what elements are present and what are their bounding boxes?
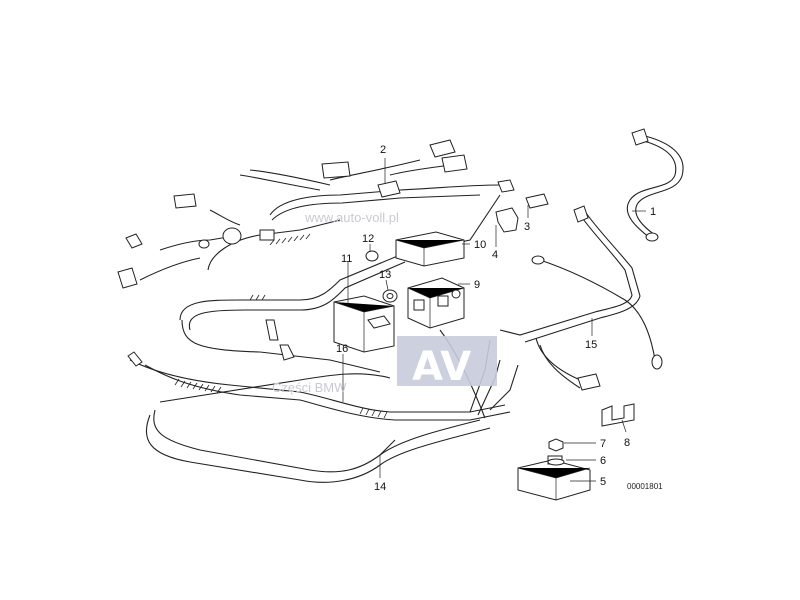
- watermark-logo: AV: [412, 344, 471, 390]
- leader-lines: [342, 158, 646, 482]
- nut-7: [548, 438, 564, 452]
- cover-10: [395, 231, 465, 267]
- callout-1: 1: [650, 206, 656, 218]
- upper-harness: [117, 139, 515, 373]
- callouts: 1 2 3 4 5 6 7 8 9 10 11 12 13 14 15 16: [336, 144, 656, 493]
- callout-16: 16: [336, 343, 348, 355]
- watermark: www.auto-voll.pl AV Części BMW: [272, 210, 497, 395]
- callout-6: 6: [600, 455, 606, 467]
- washer-6: [547, 458, 565, 466]
- clip-3: [525, 193, 549, 209]
- nut-12: [365, 250, 379, 262]
- drawing-code: 00001801: [627, 482, 663, 491]
- callout-12: 12: [362, 233, 374, 245]
- callout-10: 10: [474, 239, 486, 251]
- callout-2: 2: [380, 144, 386, 156]
- cable-1: [626, 128, 684, 242]
- callout-7: 7: [600, 438, 606, 450]
- watermark-url: www.auto-voll.pl: [304, 210, 399, 225]
- bracket-11: [333, 295, 395, 353]
- callout-3: 3: [524, 221, 530, 233]
- junction-block-9: [407, 277, 465, 329]
- main-harness: [127, 329, 519, 483]
- cable-15: [499, 205, 663, 391]
- callout-11: 11: [341, 253, 352, 265]
- watermark-logo-box: [397, 336, 497, 386]
- relay-base-5: [517, 455, 591, 501]
- clip-4: [495, 207, 519, 233]
- callout-15: 15: [585, 339, 597, 351]
- watermark-caption: Części BMW: [272, 380, 347, 395]
- callout-4: 4: [492, 249, 498, 261]
- callout-9: 9: [474, 279, 480, 291]
- callout-8: 8: [624, 437, 630, 449]
- callout-14: 14: [374, 481, 386, 493]
- callout-5: 5: [600, 476, 606, 488]
- callout-13: 13: [379, 269, 391, 281]
- nut-13: [382, 289, 398, 303]
- clamp-8: [601, 403, 635, 427]
